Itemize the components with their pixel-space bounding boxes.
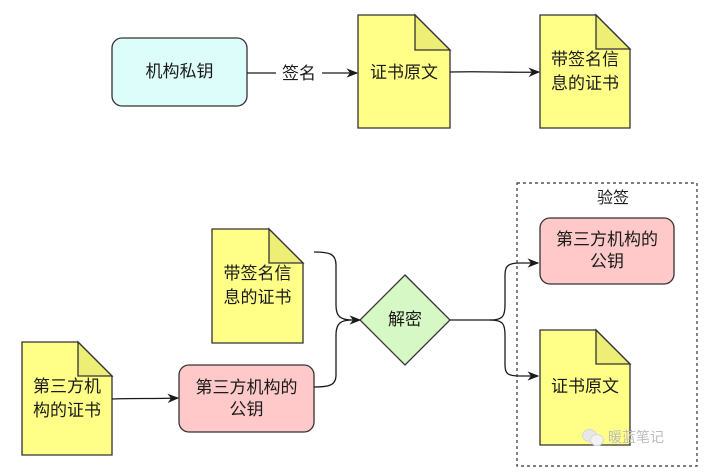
signed-cert-label-line-1: 带签名信 [551, 50, 619, 70]
signed-cert-bottom-label: 带签名信 息的证书 [212, 260, 303, 312]
verify-pubkey-box[interactable] [539, 217, 675, 285]
original-cert-label: 证书原文 [370, 63, 438, 83]
merge-brace [313, 251, 353, 388]
watermark: 暖蓝笔记 [582, 427, 664, 447]
verify-pubkey-label: 第三方机构的 公钥 [540, 218, 674, 284]
decrypt-to-original-edge [489, 319, 540, 381]
signed-cert-label-line-2: 息的证书 [551, 74, 619, 94]
third-party-cert-doc[interactable] [21, 340, 114, 456]
third-party-cert-line-1: 第三方机 [33, 377, 101, 397]
doc-fold [77, 340, 114, 377]
doc-fold [595, 13, 632, 50]
signed-cert-label: 带签名信 息的证书 [540, 46, 630, 98]
doc-fold [268, 227, 305, 264]
third-party-pubkey-line-1: 第三方机构的 [195, 377, 298, 398]
doc-fold [595, 328, 632, 365]
watermark-text: 暖蓝笔记 [608, 430, 664, 446]
third-party-pubkey-box[interactable] [178, 364, 315, 433]
third-party-cert-label: 第三方机 构的证书 [22, 373, 112, 425]
verify-pubkey-line-1: 第三方机构的 [556, 230, 658, 250]
signed-cert-doc-bottom[interactable] [211, 227, 305, 344]
wechat-icon [582, 429, 604, 446]
verify-pubkey-line-2: 公钥 [590, 252, 624, 272]
signed-cert-bottom-line-2: 息的证书 [223, 288, 292, 308]
signed-cert-doc[interactable] [539, 13, 632, 129]
attach-signature-edge [449, 67, 541, 77]
verify-original-cert-doc[interactable] [539, 328, 632, 446]
decrypt-node[interactable] [359, 274, 451, 366]
signed-cert-bottom-line-1: 带签名信 [223, 264, 292, 284]
third-party-pubkey-line-2: 公钥 [229, 399, 264, 420]
extract-pubkey-edge [111, 393, 180, 404]
verify-group-title: 验签 [596, 188, 629, 207]
decrypt-label: 解密 [388, 310, 422, 330]
sign-edge-label: 签名 [276, 62, 322, 86]
original-cert-doc[interactable] [357, 13, 452, 129]
third-party-cert-line-2: 构的证书 [33, 401, 101, 421]
doc-fold [414, 13, 452, 51]
private-key-box[interactable] [111, 37, 248, 107]
private-key-label: 机构私钥 [145, 62, 214, 82]
verify-group [516, 182, 698, 467]
decrypt-to-pubkey-edge [450, 258, 540, 321]
third-party-pubkey-label: 第三方机构的 公钥 [179, 365, 314, 432]
verify-original-cert-label: 证书原文 [551, 377, 619, 397]
